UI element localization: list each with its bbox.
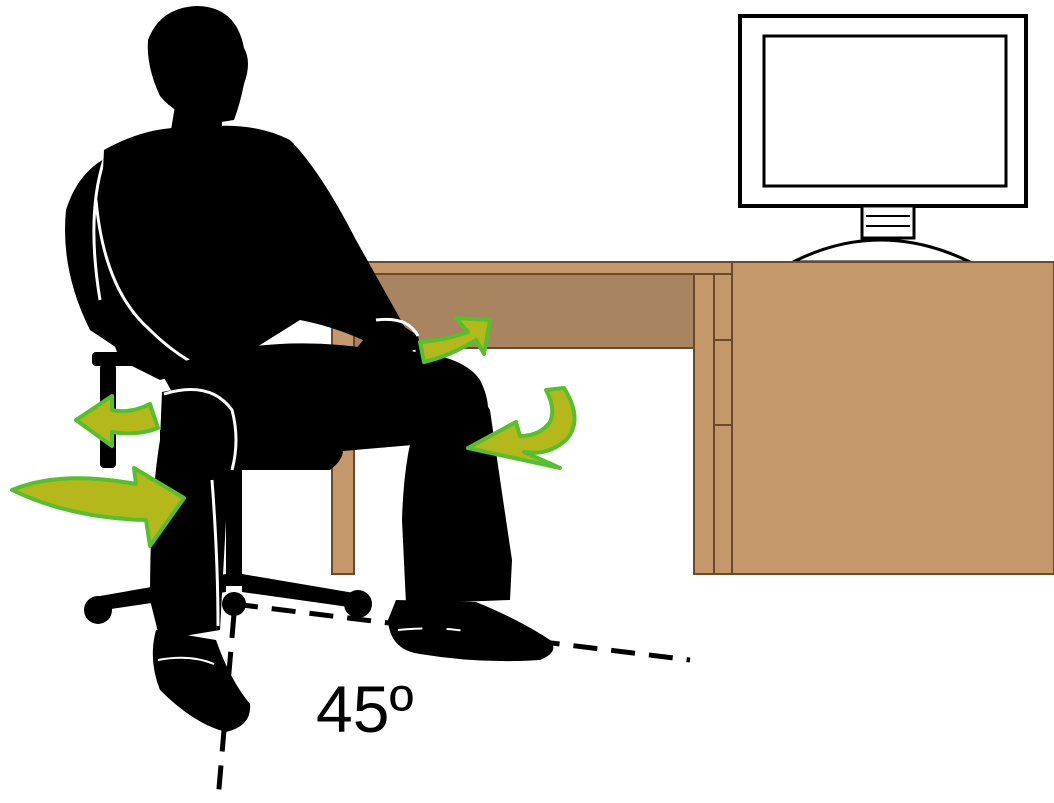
- rotation-arrow-icon: [76, 396, 158, 446]
- computer-monitor-icon: [740, 16, 1026, 262]
- person-silhouette: [96, 6, 553, 732]
- angle-label: 45º: [316, 676, 414, 742]
